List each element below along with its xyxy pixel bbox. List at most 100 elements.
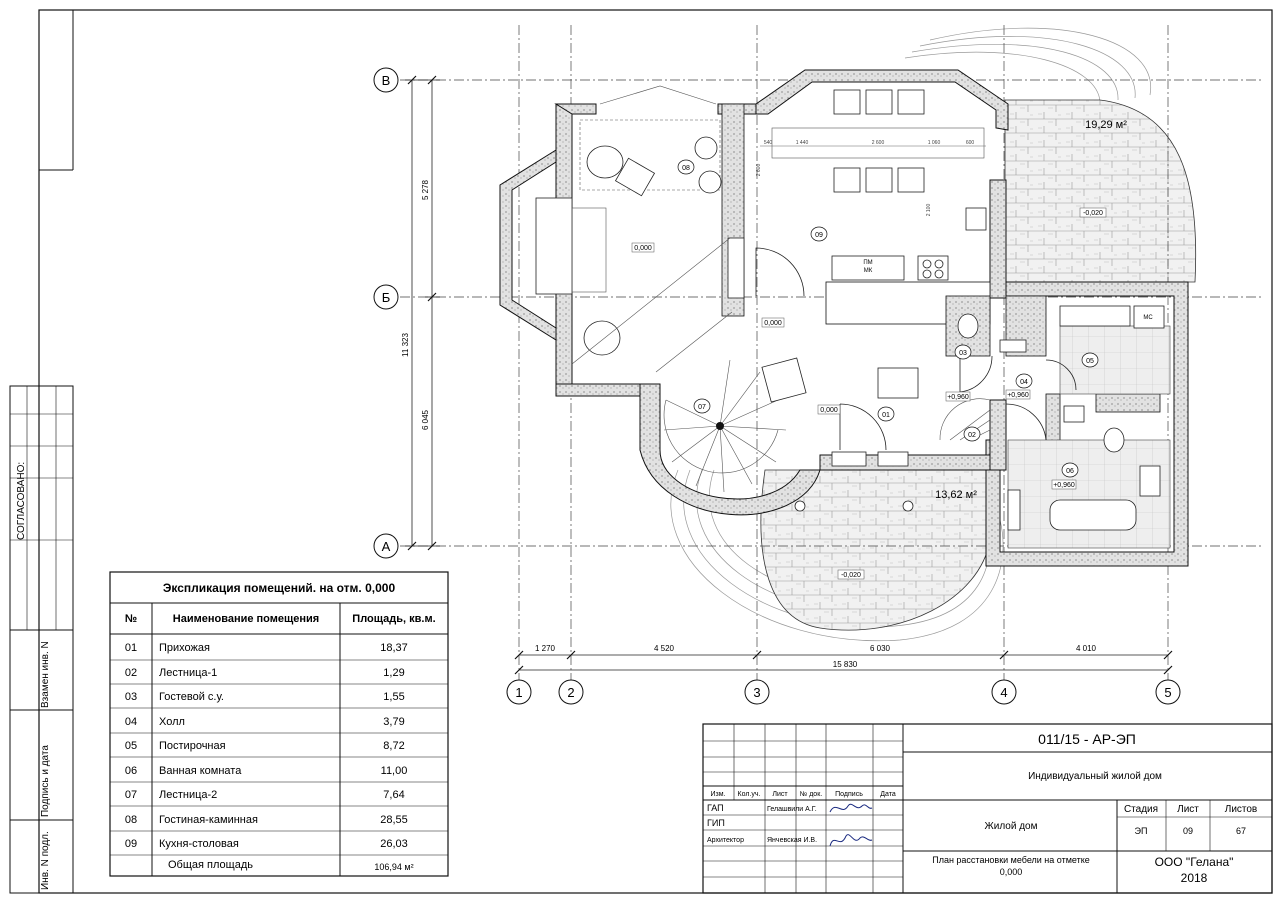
- explication-area: 26,03: [380, 838, 408, 850]
- tb-role-name: Гелашвили А.Г.: [767, 806, 817, 813]
- level-mark: +0,960: [947, 394, 969, 401]
- inv-orig-label: Инв. N подл.: [40, 831, 51, 890]
- room-tag: 01: [882, 412, 890, 419]
- tb-role-name: Янчевская И.В.: [767, 837, 817, 844]
- tb-stage-header: Стадия: [1124, 804, 1158, 815]
- explication-table: Экспликация помещений. на отм. 0,000 № Н…: [109, 571, 449, 877]
- tb-col-header: № док.: [800, 791, 822, 798]
- vertical-dimensions: 5 278 6 045 11 323: [401, 75, 440, 551]
- axis-bubble-row-2: [373, 284, 399, 310]
- explication-area: 1,29: [383, 667, 404, 679]
- agreed-label: СОГЛАСОВАНО:: [16, 462, 27, 540]
- explication-name: Холл: [159, 716, 185, 728]
- level-mark: 0,000: [764, 320, 782, 327]
- explication-num: 02: [125, 667, 137, 679]
- dim-kitchen: 2 600: [872, 140, 885, 146]
- tb-col-header: Изм.: [711, 791, 726, 798]
- terrace-area-top: 19,29 м²: [1085, 119, 1127, 131]
- fixture-label: МС: [1143, 315, 1153, 321]
- dim-kitchen: 2 600: [756, 164, 762, 177]
- tb-stage-value: 09: [1183, 826, 1193, 836]
- level-mark: +0,960: [1053, 482, 1075, 489]
- terrace-top: [1004, 99, 1197, 283]
- replace-inv-label: Взамен инв. N: [40, 641, 51, 708]
- explication-num: 04: [125, 716, 137, 728]
- interior-walls: [721, 103, 1161, 443]
- axis-col-label: 1: [515, 685, 522, 700]
- explication-num: 01: [125, 642, 137, 654]
- tb-col-header: Кол.уч.: [738, 791, 761, 798]
- room-tag: 05: [1086, 358, 1094, 365]
- explication-name: Кухня-столовая: [159, 838, 239, 850]
- room-tag: 04: [1020, 379, 1028, 386]
- explication-num: 06: [125, 765, 137, 777]
- dim-vertical: 6 045: [421, 409, 430, 430]
- horizontal-dimensions: 1 270 4 520 6 030 4 010 15 830: [514, 644, 1173, 675]
- explication-num: 09: [125, 838, 137, 850]
- explication-header: Площадь, кв.м.: [352, 613, 435, 625]
- tb-role: ГАП: [707, 803, 724, 813]
- explication-total-label: Общая площадь: [168, 859, 253, 871]
- exterior-walls: [499, 69, 1189, 567]
- explication-num: 08: [125, 814, 137, 826]
- explication-name: Прихожая: [159, 642, 210, 654]
- tb-stage-header: Лист: [1177, 804, 1199, 815]
- explication-header: Наименование помещения: [173, 613, 319, 625]
- explication-area: 1,55: [383, 691, 404, 703]
- tb-stage-header: Листов: [1225, 804, 1258, 815]
- dim-horizontal: 4 520: [654, 644, 675, 653]
- side-stamp: СОГЛАСОВАНО: Взамен инв. N Подпись и дат…: [9, 385, 74, 894]
- tb-project: Индивидуальный жилой дом: [1028, 771, 1162, 782]
- level-mark: 0,000: [634, 245, 652, 252]
- tb-col-header: Подпись: [835, 791, 863, 798]
- dim-kitchen: 2 100: [926, 204, 932, 217]
- sign-date-label: Подпись и дата: [40, 745, 51, 817]
- axis-bubble-row-1: [373, 67, 399, 93]
- explication-name: Лестница-2: [159, 789, 217, 801]
- spiral-stair: [663, 357, 991, 493]
- room-tag: 06: [1066, 468, 1074, 475]
- terrace-area-bottom: 13,62 м²: [935, 489, 977, 501]
- axis-col-label: 3: [753, 685, 760, 700]
- explication-area: 18,37: [380, 642, 408, 654]
- explication-name: Ванная комната: [159, 765, 242, 777]
- room-tag: 02: [968, 432, 976, 439]
- tb-year: 2018: [1181, 871, 1208, 885]
- room-tags: 08 09 01 02 03 04 05 06 07: [677, 159, 1099, 478]
- level-marks: 0,000 0,000 0,000 -0,020 -0,020 +0,960 +…: [631, 207, 1107, 580]
- dim-kitchen: 1 060: [928, 140, 941, 146]
- explication-num: 03: [125, 691, 137, 703]
- explication-header: №: [125, 613, 137, 625]
- explication-area: 7,64: [383, 789, 404, 801]
- tb-role: Архитектор: [707, 837, 744, 844]
- dim-vertical: 11 323: [401, 333, 410, 357]
- tb-code: 011/15 - АР-ЭП: [1038, 731, 1136, 747]
- terrace-bottom: [760, 469, 991, 631]
- axis-col-label: 4: [1000, 685, 1007, 700]
- level-mark: 0,000: [820, 407, 838, 414]
- tb-company: ООО "Гелана": [1155, 855, 1234, 869]
- tb-stage-value: ЭП: [1135, 826, 1148, 836]
- explication-area: 3,79: [383, 716, 404, 728]
- tb-col-header: Лист: [772, 791, 788, 798]
- axis-row-label: Б: [382, 290, 391, 305]
- dim-kitchen: 540: [764, 140, 773, 146]
- explication-name: Постирочная: [159, 740, 226, 752]
- dim-horizontal: 1 270: [535, 644, 556, 653]
- explication-area: 11,00: [381, 765, 408, 777]
- tb-col-header: Дата: [880, 791, 896, 798]
- explication-title: Экспликация помещений. на отм. 0,000: [163, 581, 396, 595]
- axis-row-label: В: [382, 73, 391, 88]
- fixture-label: МК: [864, 268, 873, 274]
- dim-vertical: 5 278: [421, 179, 430, 200]
- room-tag: 07: [698, 404, 706, 411]
- room-tag: 09: [815, 232, 823, 239]
- title-block: Изм. Кол.уч. Лист № док. Подпись Дата ГА…: [702, 723, 1273, 894]
- dim-kitchen: 600: [966, 140, 975, 146]
- kitchen-dimensions: 540 1 440 2 600 1 060 600 2 600 2 100: [756, 140, 986, 216]
- tb-building: Жилой дом: [985, 821, 1038, 832]
- dim-horizontal: 15 830: [833, 660, 858, 669]
- dim-horizontal: 6 030: [870, 644, 891, 653]
